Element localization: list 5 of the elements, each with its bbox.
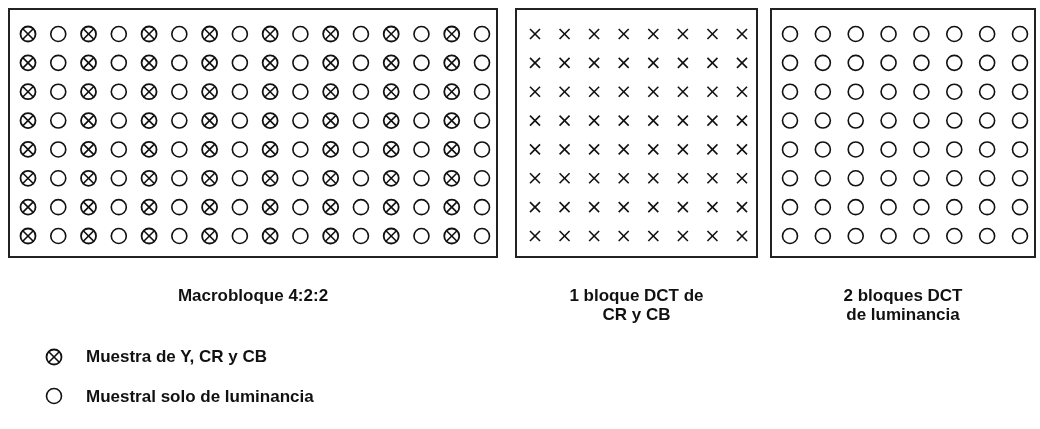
legend-text: Muestral solo de luminancia <box>86 385 314 408</box>
block-caption: 1 bloque DCT de CR y CB <box>569 286 704 324</box>
legend-text: Muestra de Y, CR y CB <box>86 346 268 368</box>
block-caption: 2 bloques DCT de luminancia <box>842 286 964 324</box>
block-caption: Macrobloque 4:2:2 <box>176 286 330 305</box>
